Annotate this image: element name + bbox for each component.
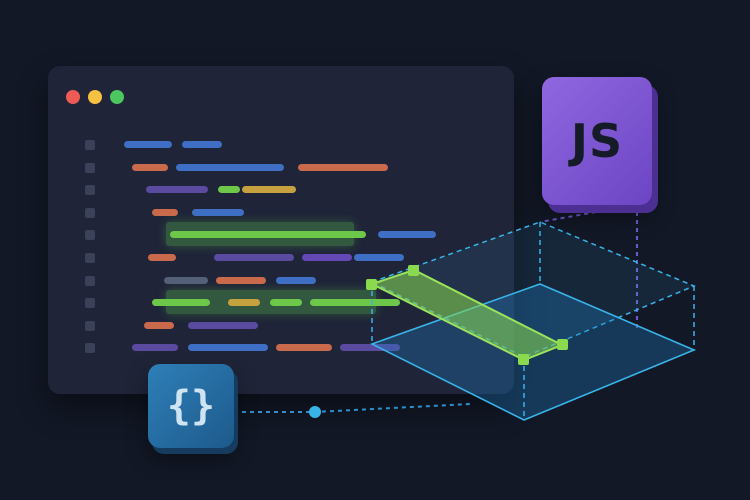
brace-badge: {} bbox=[148, 364, 234, 448]
code-token bbox=[228, 299, 260, 307]
line-number-marker bbox=[85, 343, 95, 354]
js-badge: JS bbox=[542, 77, 652, 205]
line-number-marker bbox=[85, 230, 95, 241]
code-token bbox=[132, 163, 168, 171]
line-number-marker bbox=[85, 185, 95, 196]
code-token bbox=[146, 186, 208, 194]
code-token bbox=[192, 208, 244, 216]
code-token bbox=[218, 186, 240, 194]
window-controls bbox=[66, 90, 124, 104]
code-token bbox=[132, 344, 178, 352]
code-token bbox=[176, 163, 284, 171]
code-token bbox=[310, 299, 400, 307]
code-token bbox=[124, 141, 172, 148]
line-number-marker bbox=[85, 320, 95, 331]
code-token bbox=[276, 344, 332, 352]
brace-connector-line bbox=[234, 403, 471, 413]
maximize-window-button[interactable] bbox=[110, 90, 124, 104]
selection-handle bbox=[366, 279, 377, 290]
code-token bbox=[242, 186, 296, 194]
code-token bbox=[270, 299, 302, 307]
line-number-marker bbox=[85, 162, 95, 173]
line-number-marker bbox=[85, 140, 95, 150]
selection-handle bbox=[518, 354, 529, 365]
line-number-marker bbox=[85, 253, 95, 263]
code-token bbox=[188, 344, 268, 352]
code-lines bbox=[48, 66, 514, 394]
code-token bbox=[378, 231, 436, 239]
connector-node bbox=[309, 406, 321, 418]
code-token bbox=[298, 163, 388, 171]
line-number-marker bbox=[85, 275, 95, 286]
code-token bbox=[302, 254, 352, 261]
code-token bbox=[354, 254, 404, 261]
code-token bbox=[148, 254, 176, 261]
code-token bbox=[214, 254, 294, 261]
code-token bbox=[182, 141, 222, 148]
minimize-window-button[interactable] bbox=[88, 90, 102, 104]
code-token bbox=[152, 208, 178, 216]
code-token bbox=[340, 344, 400, 352]
curly-braces-icon: {} bbox=[166, 383, 216, 429]
selection-handle bbox=[557, 339, 568, 350]
code-token bbox=[276, 276, 316, 284]
code-token bbox=[152, 299, 210, 307]
close-window-button[interactable] bbox=[66, 90, 80, 104]
js-connector-line bbox=[539, 196, 597, 223]
code-token bbox=[216, 276, 266, 284]
code-token bbox=[144, 321, 174, 329]
code-token bbox=[188, 321, 258, 329]
javascript-icon: JS bbox=[570, 114, 624, 168]
line-number-marker bbox=[85, 298, 95, 309]
code-editor-window bbox=[48, 66, 514, 394]
code-token bbox=[170, 231, 366, 239]
selection-handle bbox=[408, 265, 419, 276]
line-number-marker bbox=[85, 207, 95, 218]
code-token bbox=[164, 276, 208, 284]
